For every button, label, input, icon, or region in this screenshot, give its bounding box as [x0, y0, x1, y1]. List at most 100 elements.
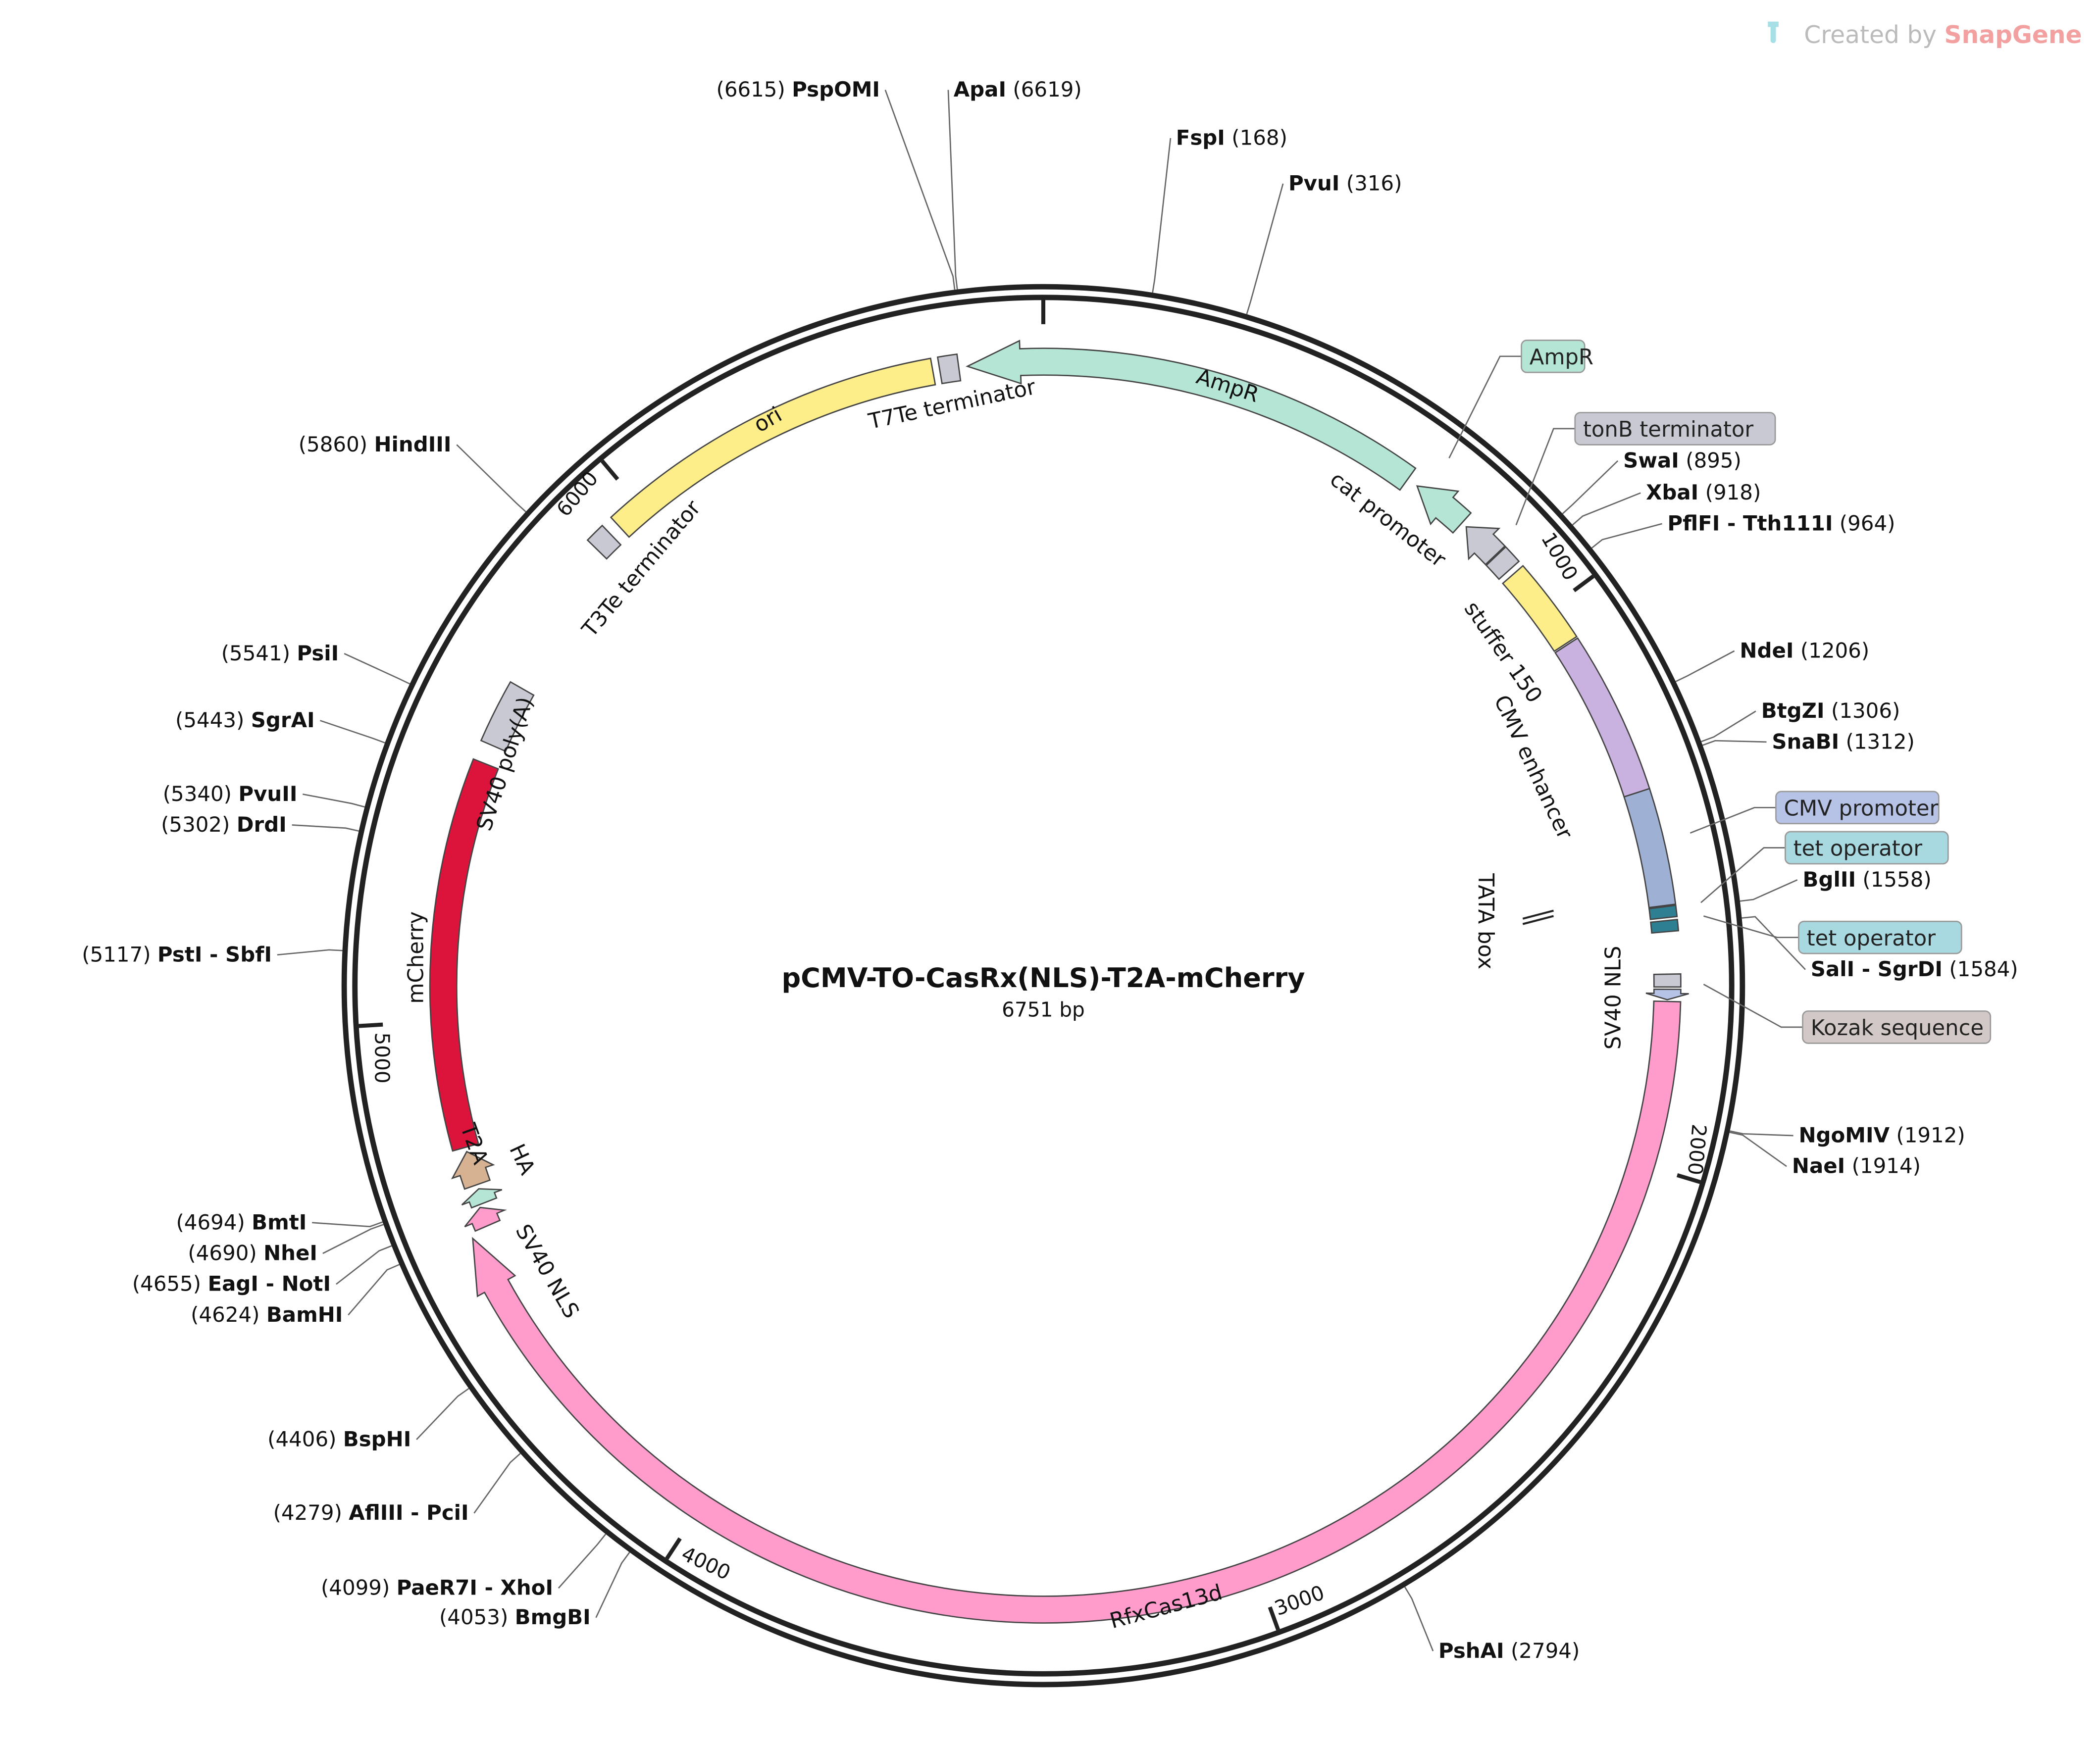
enzyme-eagi-noti[interactable]: (4655) EagI - NotI	[132, 1245, 392, 1296]
enzyme-position: (4694)	[176, 1210, 245, 1234]
enzyme-paer7i-xhoi[interactable]: (4099) PaeR7I - XhoI	[321, 1534, 607, 1600]
feature-box-label: tet operator	[1793, 837, 1923, 861]
enzyme-leader-line	[456, 444, 526, 512]
enzyme-name: BglII	[1803, 867, 1856, 892]
feature-box-kozak-sequence[interactable]	[1802, 1010, 1992, 1044]
feature-cat-promoter[interactable]	[1416, 485, 1472, 534]
enzyme-xbai[interactable]: XbaI (918)	[1572, 480, 1761, 526]
feature-cmv-promoter[interactable]	[1623, 788, 1677, 908]
feature-rfxcas13d[interactable]	[472, 1000, 1682, 1624]
enzyme-name: NdeI	[1740, 638, 1793, 662]
enzyme-sgrai[interactable]: (5443) SgrAI	[175, 708, 385, 744]
feature-sv40-nls[interactable]	[464, 1206, 507, 1232]
svg-text:PvuI (316): PvuI (316)	[1288, 171, 1402, 195]
svg-text:(5302) DrdI: (5302) DrdI	[161, 812, 287, 837]
feature-box-label: tet operator	[1807, 926, 1936, 951]
feature-label-t2a: T2A	[455, 1120, 493, 1168]
enzyme-apai[interactable]: ApaI (6619)	[947, 77, 1082, 290]
feature-tonb-terminator[interactable]	[1465, 526, 1506, 566]
enzyme-btgzi[interactable]: BtgZI (1306)	[1701, 698, 1900, 743]
feature-ori[interactable]	[610, 357, 936, 538]
feature-box-tet-operator[interactable]	[1785, 831, 1949, 865]
snapgene-logo-icon	[1768, 21, 1779, 43]
enzyme-pspomi[interactable]: (6615) PspOMI	[716, 77, 956, 290]
enzyme-name: ApaI	[954, 77, 1006, 101]
feature-sv40-nls[interactable]	[1653, 973, 1682, 988]
feature-gray-spacer[interactable]	[1485, 546, 1520, 580]
feature-stuffer-150[interactable]	[1501, 564, 1578, 652]
enzyme-position: (5117)	[82, 942, 151, 966]
enzyme-position: (4655)	[132, 1272, 201, 1296]
enzyme-name: BmtI	[252, 1210, 307, 1234]
enzyme-name: HindIII	[374, 432, 451, 456]
svg-text:(5117) PstI - SbfI: (5117) PstI - SbfI	[82, 942, 272, 966]
enzyme-position: (4099)	[321, 1576, 390, 1600]
svg-text:Created by SnapGene: Created by SnapGene	[1804, 21, 2082, 49]
enzyme-bamhi[interactable]: (4624) BamHI	[191, 1264, 400, 1327]
feature-kozak-sequence[interactable]	[1645, 988, 1689, 1000]
enzyme-ndei[interactable]: NdeI (1206)	[1675, 638, 1869, 682]
enzyme-name: BmgBI	[515, 1605, 591, 1629]
enzyme-position: (6615)	[716, 77, 785, 101]
enzyme-leader-line	[416, 1388, 469, 1440]
enzyme-pshai[interactable]: PshAI (2794)	[1404, 1587, 1580, 1663]
enzyme-fspi[interactable]: FspI (168)	[1152, 125, 1287, 293]
enzyme-leader-line	[1152, 138, 1172, 293]
enzyme-leader-line	[1730, 1130, 1793, 1137]
feature-t7te-terminator[interactable]	[936, 353, 962, 385]
svg-text:SwaI (895): SwaI (895)	[1623, 448, 1741, 472]
enzyme-name: SalI - SgrDI	[1811, 957, 1943, 981]
enzyme-drdi[interactable]: (5302) DrdI	[161, 812, 359, 837]
feature-box-tonb-terminator[interactable]	[1574, 412, 1776, 446]
svg-text:(6615) PspOMI: (6615) PspOMI	[716, 77, 880, 101]
enzyme-swai[interactable]: SwaI (895)	[1562, 448, 1741, 514]
snapgene-watermark: Created by SnapGene	[1768, 21, 2082, 49]
enzyme-bmgbi[interactable]: (4053) BmgBI	[439, 1551, 630, 1629]
enzyme-position: (964)	[1840, 511, 1895, 535]
features	[429, 340, 1689, 1624]
enzyme-naei[interactable]: NaeI (1914)	[1729, 1131, 1921, 1178]
enzyme-pvuii[interactable]: (5340) PvuII	[163, 782, 365, 808]
feature-box-tet-operator[interactable]	[1798, 920, 1962, 954]
feature-ampr[interactable]	[966, 340, 1417, 491]
enzyme-snabi[interactable]: SnaBI (1312)	[1702, 729, 1915, 753]
enzyme-sali-sgrdi[interactable]: SalI - SgrDI (1584)	[1741, 916, 2018, 981]
feature-mcherry[interactable]	[429, 758, 499, 1152]
enzyme-pvui[interactable]: PvuI (316)	[1246, 171, 1402, 315]
feature-ha[interactable]	[461, 1188, 503, 1209]
feature-box-ampr[interactable]	[1521, 340, 1586, 373]
enzyme-hindiii[interactable]: (5860) HindIII	[299, 432, 526, 512]
svg-text:(4694) BmtI: (4694) BmtI	[176, 1210, 307, 1234]
feature-t2a[interactable]	[451, 1150, 495, 1190]
tick-4000	[665, 1537, 682, 1560]
feature-tet-operator[interactable]	[1648, 904, 1678, 920]
enzyme-name: SwaI	[1623, 448, 1679, 472]
enzyme-name: PflFI - Tth111I	[1667, 511, 1833, 535]
feature-tet-operator[interactable]	[1650, 918, 1680, 934]
enzyme-leader-line	[1702, 740, 1767, 746]
enzyme-leader-line	[1246, 183, 1284, 315]
enzyme-afliii-pcii[interactable]: (4279) AflIII - PciI	[273, 1453, 521, 1525]
enzyme-leader-line	[558, 1534, 607, 1589]
enzyme-nhei[interactable]: (4690) NheI	[188, 1224, 384, 1265]
feature-t3te-terminator[interactable]	[586, 524, 622, 560]
feature-sv40-poly-a[interactable]	[480, 681, 535, 752]
backbone	[341, 284, 1745, 1688]
feature-cmv-enhancer[interactable]	[1554, 637, 1651, 798]
enzyme-psti-sbfi[interactable]: (5117) PstI - SbfI	[82, 942, 343, 966]
feature-box-cmv-promoter[interactable]	[1775, 791, 1940, 825]
enzyme-name: XbaI	[1646, 480, 1698, 504]
enzyme-position: (1914)	[1852, 1154, 1921, 1178]
enzyme-bglii[interactable]: BglII (1558)	[1740, 867, 1932, 902]
feature-box-label: AmpR	[1530, 345, 1593, 370]
enzyme-pflfi-tth111i[interactable]: PflFI - Tth111I (964)	[1591, 511, 1895, 549]
plasmid-length: 6751 bp	[1002, 997, 1085, 1021]
enzyme-name: NgoMIV	[1798, 1123, 1890, 1147]
enzyme-position: (895)	[1686, 448, 1741, 472]
enzyme-leader-line	[336, 1245, 392, 1285]
enzyme-psii[interactable]: (5541) PsiI	[221, 641, 410, 685]
enzyme-bsphi[interactable]: (4406) BspHI	[267, 1388, 469, 1451]
enzyme-position: (1558)	[1862, 867, 1931, 892]
enzyme-bmti[interactable]: (4694) BmtI	[176, 1210, 383, 1234]
enzyme-ngomiv[interactable]: NgoMIV (1912)	[1730, 1123, 1965, 1147]
